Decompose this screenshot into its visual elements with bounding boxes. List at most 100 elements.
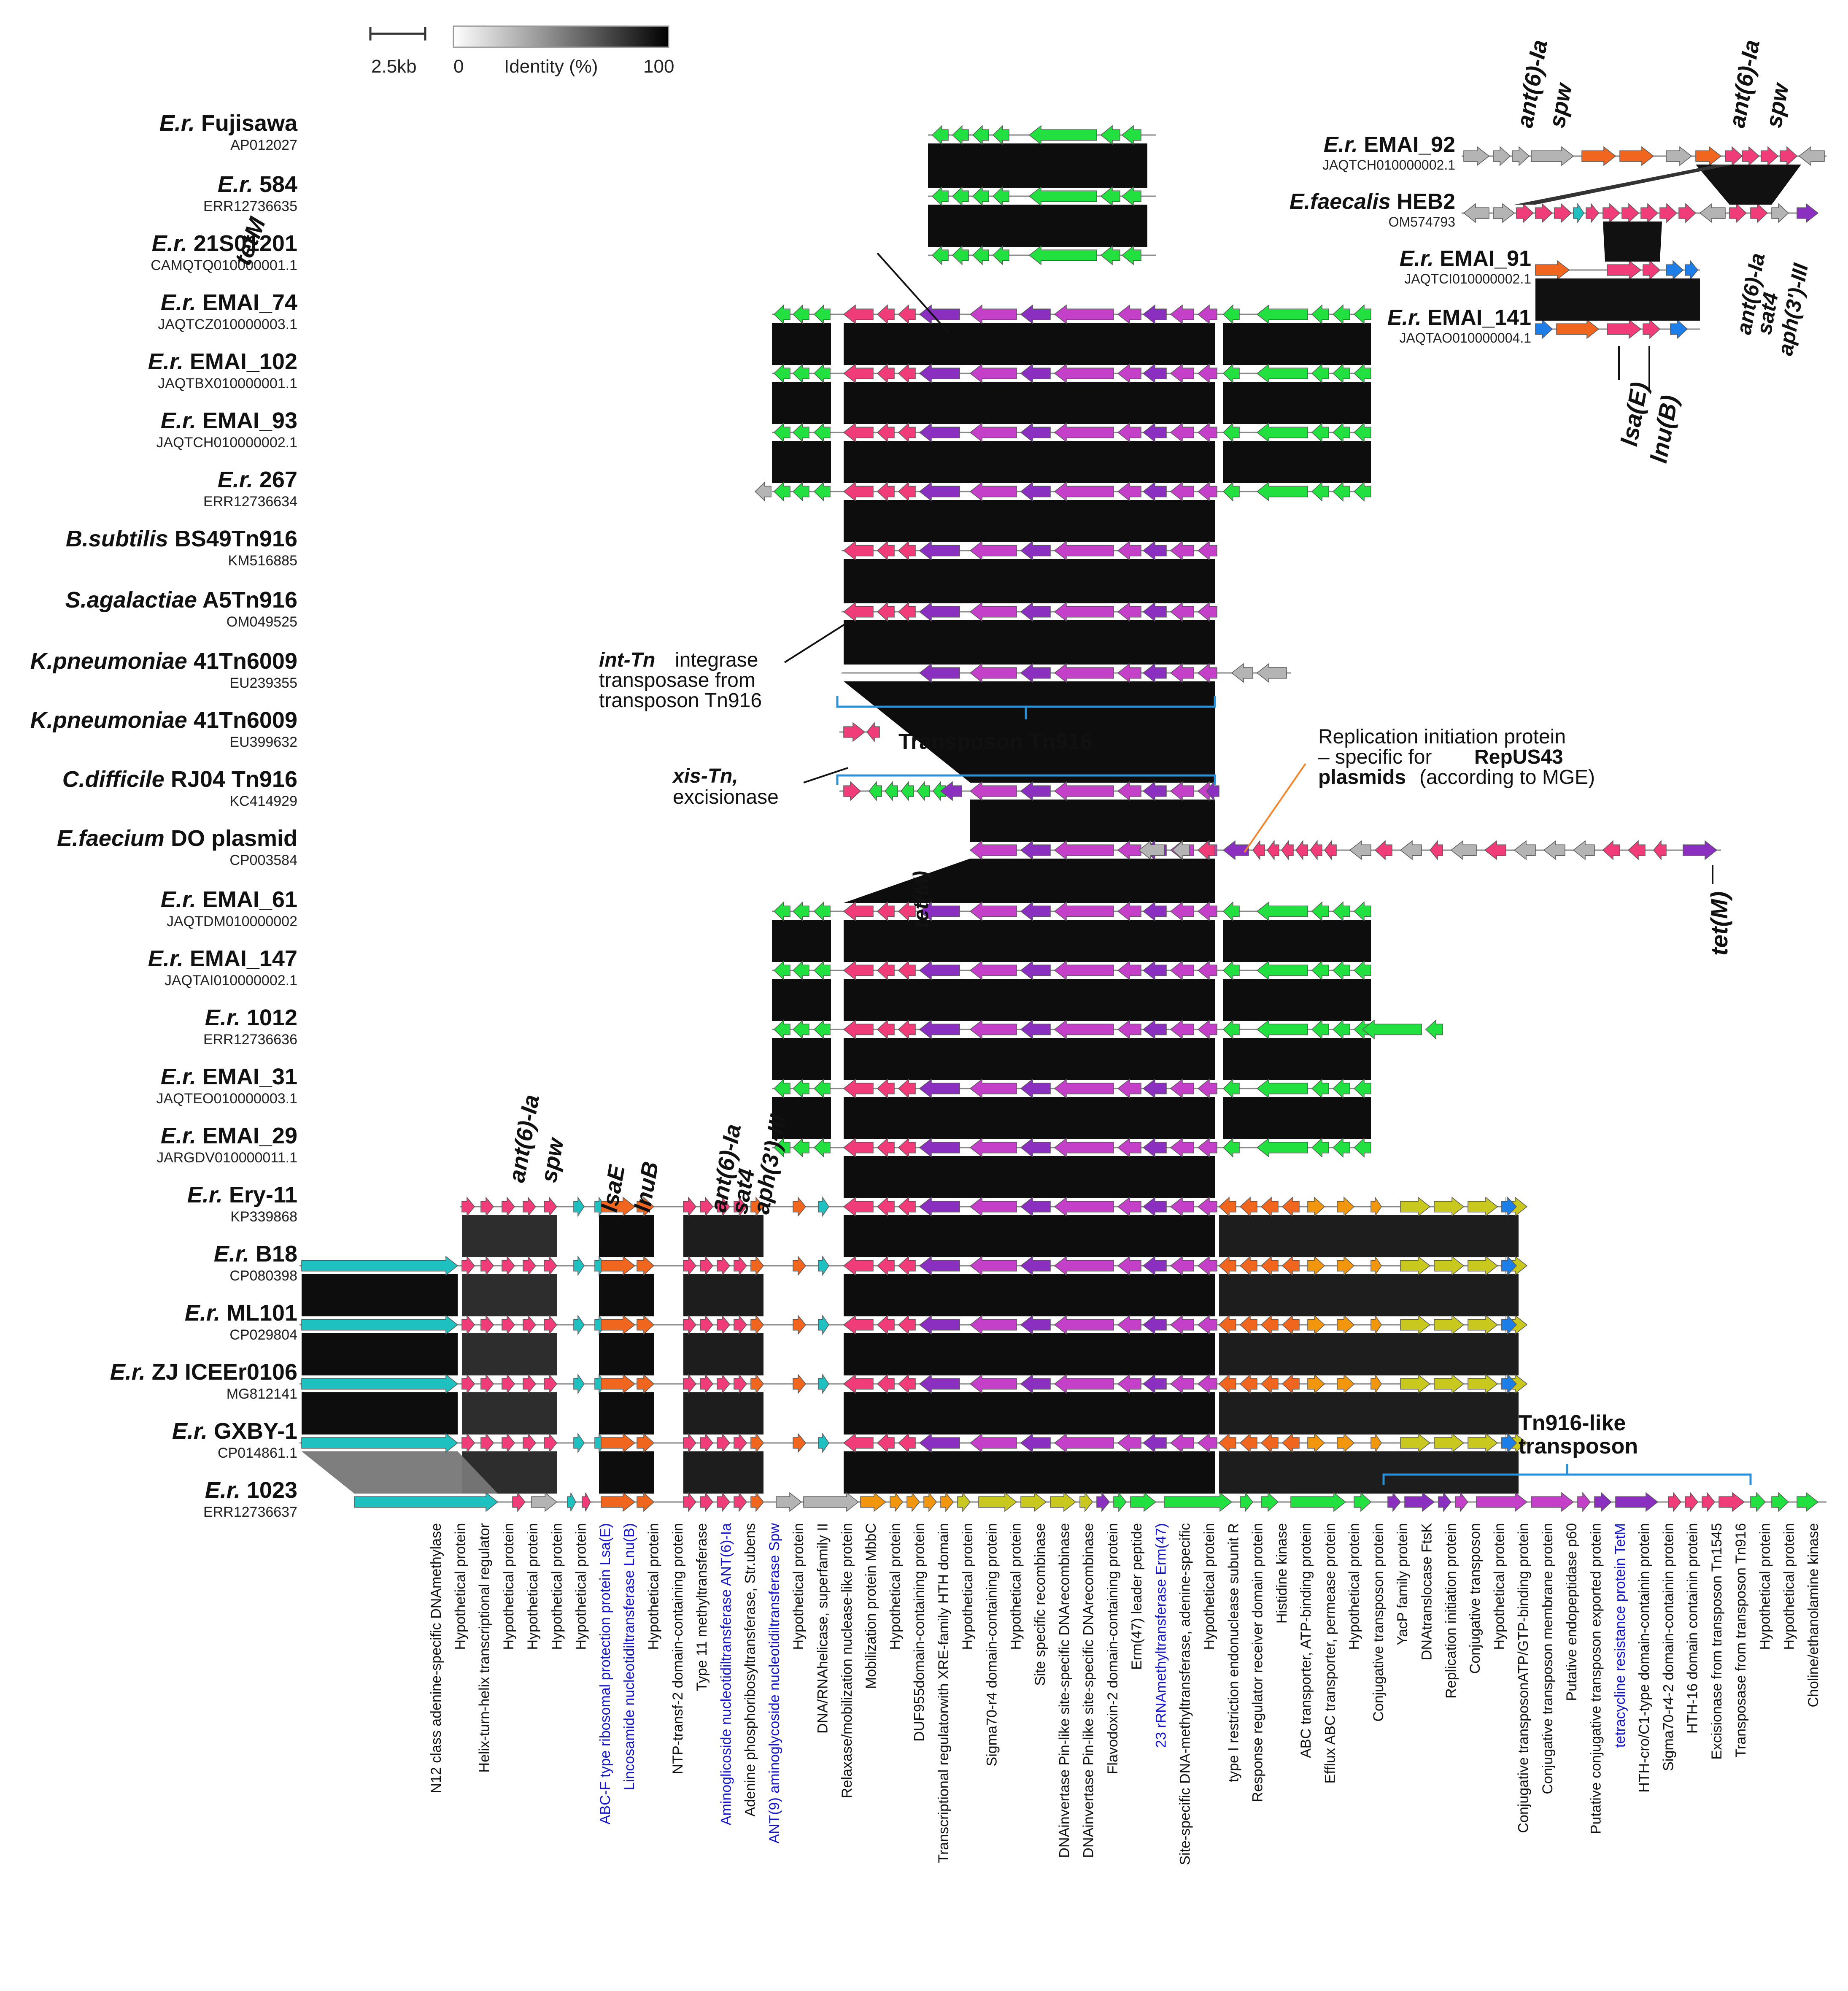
gene-arrow [1434, 1433, 1465, 1453]
gene-arrow [843, 540, 874, 561]
gene-arrow [1020, 540, 1051, 561]
gene-arrow [683, 1432, 696, 1453]
gene-annotation: Hypothetical protein [549, 1523, 565, 1650]
gene-arrow [773, 481, 790, 502]
gene-arrow [792, 960, 809, 981]
gene-arrow [1170, 540, 1194, 561]
gene-arrow [582, 1492, 591, 1512]
gene-arrow [1121, 125, 1141, 145]
gene-arrow [1222, 304, 1240, 324]
gene-arrow [1020, 1078, 1051, 1099]
gene-arrow [1425, 1019, 1443, 1040]
gene-arrow [1468, 1197, 1498, 1217]
track-strain: A5Tn916 [197, 587, 297, 613]
gene-arrow [969, 840, 1017, 860]
gene-arrow [1260, 1315, 1279, 1335]
gene-arrow [637, 1315, 655, 1335]
track-strain: ML101 [220, 1300, 297, 1326]
gene-arrow [1020, 960, 1051, 981]
gene-annotation: Helix-turn-helix transcriptional regulat… [477, 1523, 493, 1772]
rep-label-1: Replication initiation protein [1318, 726, 1566, 748]
gene-arrow [1020, 1197, 1051, 1217]
gene-arrow [1337, 1256, 1355, 1276]
gene-arrow [1699, 203, 1726, 223]
gene-arrow [969, 422, 1017, 443]
gene-arrow [969, 1374, 1017, 1394]
gene-arrow [1142, 663, 1167, 683]
gene-arrow [1054, 304, 1114, 324]
gene-track [772, 1137, 1371, 1158]
inset-lnuB-label: lnu(B) [1645, 393, 1683, 465]
gene-arrow [717, 1432, 730, 1453]
gene-annotation: Hypothetical protein [573, 1523, 589, 1650]
gene-annotation: Sigma70-r4-2 domain-containin protein [1660, 1523, 1676, 1771]
gene-arrow [877, 1078, 895, 1099]
gene-arrow [1311, 1078, 1329, 1099]
gene-arrow [1362, 1019, 1422, 1040]
gene-track [772, 422, 1371, 443]
gene-arrow [1370, 1373, 1382, 1394]
gene-annotation: N12 class adenine-specific DNAmethylase [428, 1523, 444, 1794]
track-name: E.r. B18 [214, 1241, 297, 1267]
gene-arrow [1117, 304, 1141, 324]
gene-annotation: Hypothetical protein [1201, 1523, 1217, 1650]
gene-arrow [461, 1255, 475, 1276]
gene-arrow [1337, 1374, 1355, 1394]
track-species: E.r. [205, 1478, 240, 1503]
gene-track [928, 186, 1156, 206]
gene-arrow [1256, 304, 1308, 324]
gene-arrow [683, 1196, 696, 1217]
gene-arrow [1239, 1433, 1257, 1453]
gene-arrow [601, 1256, 636, 1276]
gene-arrow [1573, 203, 1584, 224]
gene-arrow [700, 1196, 713, 1217]
track-strain: EMAI_93 [196, 408, 297, 433]
gene-arrow [1020, 304, 1051, 324]
track-accession: AP012027 [230, 137, 297, 153]
gene-annotation: Lincosamide nucleotidiltransferase Lnu(B… [621, 1523, 637, 1790]
gene-arrow [1130, 1492, 1157, 1512]
gene-arrow [818, 1196, 829, 1217]
gene-arrow [1685, 259, 1698, 281]
gene-arrow [1020, 781, 1051, 801]
gene-arrow [877, 1137, 895, 1158]
track-accession: ERR12736637 [203, 1504, 297, 1520]
identity-ribbon [844, 979, 1215, 1021]
track-strain: GXBY-1 [208, 1418, 297, 1444]
gene-arrow [1197, 663, 1217, 683]
identity-ribbon [844, 559, 1215, 603]
gene-annotation: DNAtranslocase FtsK [1419, 1523, 1435, 1660]
identity-ribbon [462, 1215, 557, 1257]
lnuB-label-a: lnuB [630, 1160, 664, 1214]
gene-arrow [1311, 304, 1329, 324]
gene-arrow [940, 781, 962, 801]
gene-arrow [1121, 245, 1141, 265]
gene-arrow [843, 422, 874, 443]
track-strain: 267 [253, 467, 297, 492]
gene-arrow [1311, 481, 1329, 502]
gene-annotation: ABC transporter, ATP-binding protein [1298, 1523, 1314, 1758]
gene-arrow [877, 363, 895, 384]
gene-arrow [1117, 1256, 1141, 1276]
gene-annotation: type I restriction endonuclease subunit … [1225, 1523, 1241, 1782]
gene-annotation: Erm(47) leader peptide [1129, 1523, 1145, 1670]
track-name: E.r. 267 [218, 467, 297, 492]
track-accession: JAQTAI010000002.1 [165, 973, 297, 989]
gene-arrow [1531, 1492, 1574, 1512]
gene-arrow [969, 781, 1017, 801]
gene-arrow [919, 602, 960, 622]
gene-arrow [957, 1491, 971, 1513]
identity-ribbon [844, 1156, 1215, 1198]
gene-arrow [898, 1078, 916, 1099]
gene-arrow [544, 1373, 557, 1394]
gene-arrow [1197, 363, 1217, 384]
gene-arrow [931, 125, 949, 145]
gene-arrow [877, 1315, 895, 1335]
identity-ribbon [302, 1333, 458, 1375]
gene-arrow [1577, 1491, 1591, 1513]
intTn-desc-3: transposon Tn916 [599, 689, 762, 712]
gene-arrow [969, 602, 1017, 622]
identity-ribbon [844, 1097, 1215, 1139]
